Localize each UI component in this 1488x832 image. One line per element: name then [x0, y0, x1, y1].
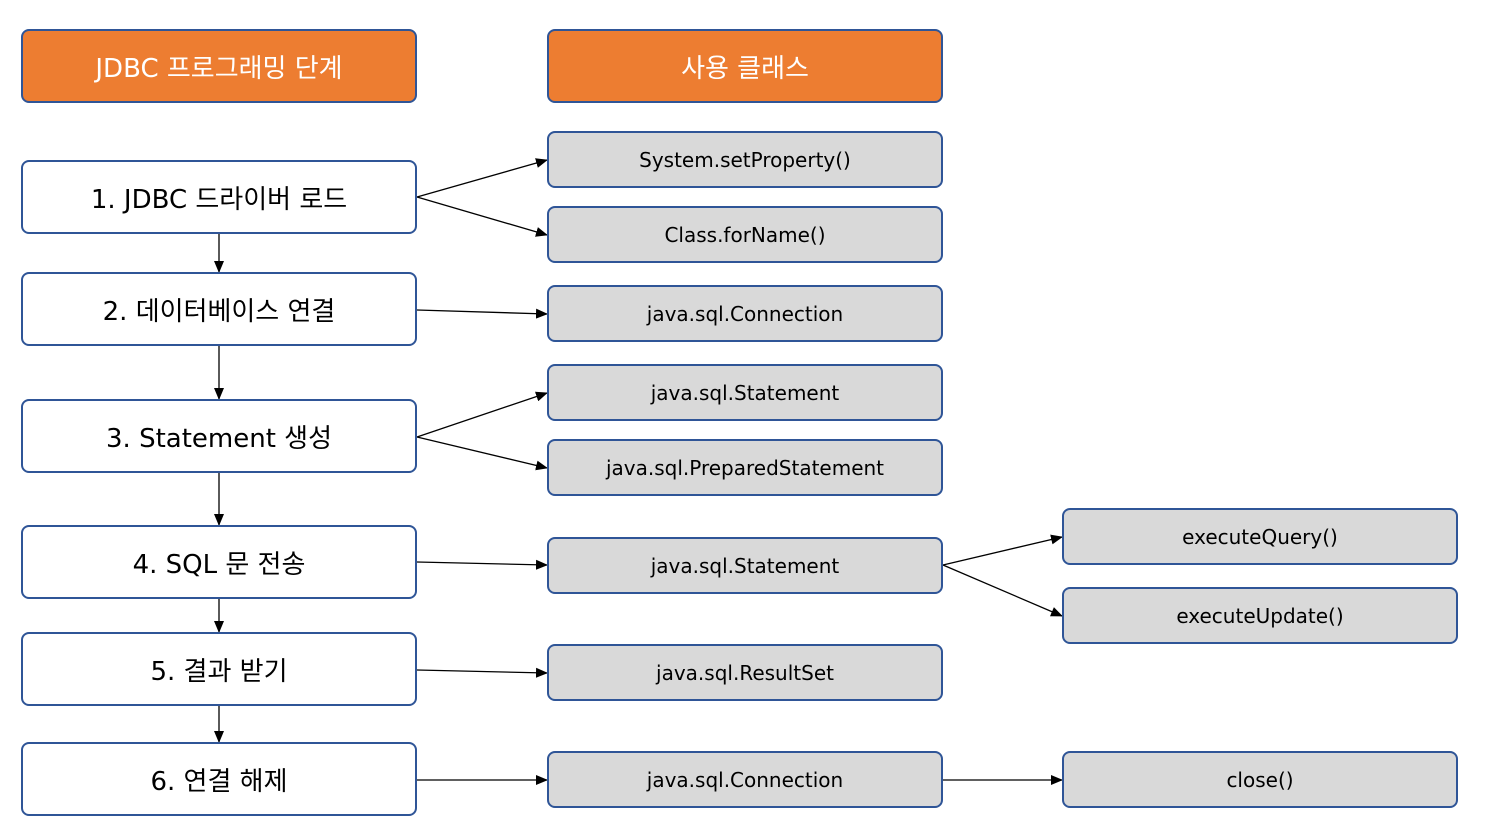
class-resultset: java.sql.ResultSet — [547, 644, 943, 701]
header-programming-steps-label: JDBC 프로그래밍 단계 — [95, 53, 343, 84]
class-statement-send: java.sql.Statement — [547, 537, 943, 594]
arrow-step2-connection — [416, 308, 548, 319]
class-statement: java.sql.Statement — [547, 364, 943, 421]
step-receive-result: 5. 결과 받기 — [21, 632, 417, 706]
step-label: 3. Statement 생성 — [106, 423, 332, 454]
step-label: 2. 데이터베이스 연결 — [102, 296, 336, 327]
class-prepared-statement: java.sql.PreparedStatement — [547, 439, 943, 496]
class-connection: java.sql.Connection — [547, 285, 943, 342]
method-label: executeQuery() — [1182, 524, 1338, 549]
header-programming-steps: JDBC 프로그래밍 단계 — [21, 29, 417, 103]
class-label: java.sql.PreparedStatement — [605, 455, 885, 480]
class-label: java.sql.Connection — [646, 767, 844, 792]
arrow-statement-executequery — [942, 534, 1063, 566]
step-label: 4. SQL 문 전송 — [132, 549, 306, 580]
step-label: 5. 결과 받기 — [150, 656, 288, 687]
header-used-classes-label: 사용 클래스 — [681, 53, 809, 84]
class-label: java.sql.Connection — [646, 301, 844, 326]
class-label: Class.forName() — [664, 222, 826, 247]
arrow-step5-resultset — [416, 667, 548, 678]
method-label: executeUpdate() — [1176, 603, 1344, 628]
class-connection-close: java.sql.Connection — [547, 751, 943, 808]
class-label: java.sql.Statement — [650, 380, 840, 405]
method-executequery: executeQuery() — [1062, 508, 1458, 565]
step-close-connection: 6. 연결 해제 — [21, 742, 417, 816]
header-used-classes: 사용 클래스 — [547, 29, 943, 103]
step-load-driver: 1. JDBC 드라이버 로드 — [21, 160, 417, 234]
step-label: 1. JDBC 드라이버 로드 — [90, 184, 348, 215]
class-label: System.setProperty() — [639, 147, 851, 172]
method-executeupdate: executeUpdate() — [1062, 587, 1458, 644]
arrow-step3-prepared — [416, 436, 548, 471]
method-close: close() — [1062, 751, 1458, 808]
step-send-sql: 4. SQL 문 전송 — [21, 525, 417, 599]
arrow-step1-forname — [416, 196, 548, 237]
step-label: 6. 연결 해제 — [150, 766, 288, 797]
step-connect-database: 2. 데이터베이스 연결 — [21, 272, 417, 346]
method-label: close() — [1226, 767, 1294, 792]
arrow-step4-statement — [416, 559, 548, 570]
step-create-statement: 3. Statement 생성 — [21, 399, 417, 473]
arrow-step1-setproperty — [416, 158, 548, 198]
class-system-setproperty: System.setProperty() — [547, 131, 943, 188]
arrow-step3-statement — [416, 391, 548, 438]
class-label: java.sql.ResultSet — [656, 660, 834, 685]
class-label: java.sql.Statement — [650, 553, 840, 578]
arrow-statement-executeupdate — [942, 564, 1063, 617]
class-class-forname: Class.forName() — [547, 206, 943, 263]
